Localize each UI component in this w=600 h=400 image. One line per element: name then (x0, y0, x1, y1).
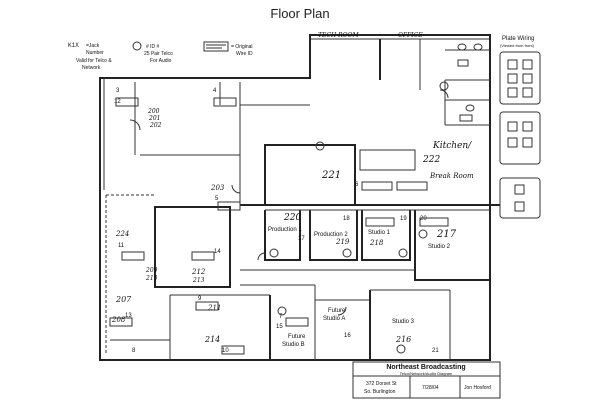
jack-19: 19 (400, 216, 407, 222)
room-future-a-1: Future (328, 308, 346, 314)
diagram-subtitle: Telco/Network/Audio Diagram (400, 371, 453, 376)
plate-wiring-subtitle: (Viewed from front) (500, 43, 535, 48)
jack-14: 14 (214, 249, 221, 255)
page-title: Floor Plan (270, 6, 330, 21)
jack-16: 16 (344, 333, 351, 339)
pair-symbol-icon (132, 41, 142, 51)
hw-218: 218 (369, 239, 384, 247)
jack-13: 13 (125, 313, 132, 319)
legend-jack-line4: Network (82, 65, 101, 71)
legend: K1X =Jack Number Valid for Telco & Netwo… (68, 41, 253, 71)
plate-wiring-panel: Plate Wiring (Viewed from front) (499, 36, 541, 219)
room-kitchen-1: Kitchen/ (432, 141, 472, 151)
room-studio2: Studio 2 (428, 244, 451, 250)
hw-214: 214 (204, 335, 220, 344)
sink-icon (457, 59, 469, 67)
jack-15: 15 (276, 324, 283, 330)
legend-jack-line2: Number (86, 50, 104, 56)
legend-wire-label: = Original (231, 44, 253, 50)
room-production2: Production 2 (314, 232, 348, 238)
drawing-date: 7/28/04 (422, 385, 439, 391)
legend-jack-line3: Valid for Telco & (76, 58, 112, 64)
hw-211: 211 (207, 304, 221, 312)
room-office: OFFICE (398, 32, 423, 39)
jack-4: 4 (213, 88, 217, 94)
jack-7: 7 (279, 314, 283, 320)
jack-18: 18 (343, 216, 350, 222)
jack-10: 10 (222, 348, 229, 354)
hw-222: 222 (422, 155, 440, 165)
hw-200: 200 (147, 108, 160, 115)
jack-5: 5 (215, 196, 219, 202)
jack-symbol: K1X (68, 42, 79, 49)
jack-labels: 3 4 5 6 7 8 9 10 11 12 13 14 15 16 17 18… (114, 88, 439, 354)
building-walls (99, 34, 500, 361)
hw-221: 221 (321, 170, 341, 181)
jack-6: 6 (355, 182, 359, 188)
handwritten-labels: 200 201 202 203 207 208 209 210 211 212 … (111, 108, 457, 344)
sink-icon (459, 114, 473, 122)
toilet-icon (473, 43, 483, 51)
wall-plate-3 (499, 177, 541, 219)
legend-pair-label: # ID # (146, 44, 160, 50)
room-future-a-2: Studio A (323, 316, 345, 322)
jack-20: 20 (420, 216, 427, 222)
toilet-icon (457, 43, 467, 51)
room-kitchen-2: Break Room (429, 172, 474, 180)
company-name: Northeast Broadcasting (386, 364, 465, 371)
jack-9: 9 (198, 296, 202, 302)
legend-pair-line2: 25 Pair Telco (144, 51, 173, 57)
hw-212: 212 (191, 268, 206, 276)
wire-id-box (203, 41, 229, 52)
wire-tags (109, 97, 449, 355)
plate-wiring-title: Plate Wiring (502, 36, 534, 42)
hw-213: 213 (192, 277, 205, 284)
room-studio3: Studio 3 (392, 319, 415, 325)
room-production1: Production 1 (268, 227, 302, 233)
jack-21: 21 (432, 348, 439, 354)
room-future-b-1: Future (288, 334, 306, 340)
legend-jack-label: =Jack (86, 43, 100, 49)
hw-210: 210 (145, 275, 158, 282)
hw-224: 224 (115, 230, 129, 238)
jack-3: 3 (116, 88, 120, 94)
hw-217: 217 (436, 229, 457, 240)
hw-216: 216 (395, 335, 411, 344)
jack-12: 12 (114, 99, 121, 105)
room-tech: TECH ROOM (318, 32, 359, 39)
jack-8: 8 (132, 348, 136, 354)
jack-11: 11 (118, 243, 125, 249)
restroom-fixtures (457, 43, 483, 122)
address-line1: 372 Dorset St (366, 381, 397, 387)
hw-208: 208 (111, 316, 126, 324)
wall-plate-2 (499, 111, 541, 165)
room-studio1: Studio 1 (368, 230, 391, 236)
legend-wire-line2: Wire ID (236, 51, 253, 57)
jack-17: 17 (298, 236, 305, 242)
hw-202: 202 (149, 122, 162, 129)
room-future-b-2: Studio B (282, 342, 305, 348)
hw-201: 201 (148, 115, 160, 122)
address-line2: So. Burlington (364, 389, 396, 395)
hw-209: 209 (145, 267, 158, 274)
pair-circles (269, 81, 449, 354)
room-labels: TECH ROOM OFFICE Kitchen/ Break Room Pro… (268, 32, 474, 348)
drawing-author: Jon Hosford (464, 385, 491, 391)
wall-plate-1 (499, 51, 541, 105)
legend-pair-line3: For Audio (150, 58, 172, 64)
hw-207: 207 (115, 295, 132, 304)
title-block: Northeast Broadcasting Telco/Network/Aud… (352, 361, 501, 399)
hw-220: 220 (283, 213, 301, 223)
hw-219: 219 (335, 238, 350, 246)
toilet-icon (465, 104, 475, 112)
hw-203: 203 (210, 184, 225, 192)
